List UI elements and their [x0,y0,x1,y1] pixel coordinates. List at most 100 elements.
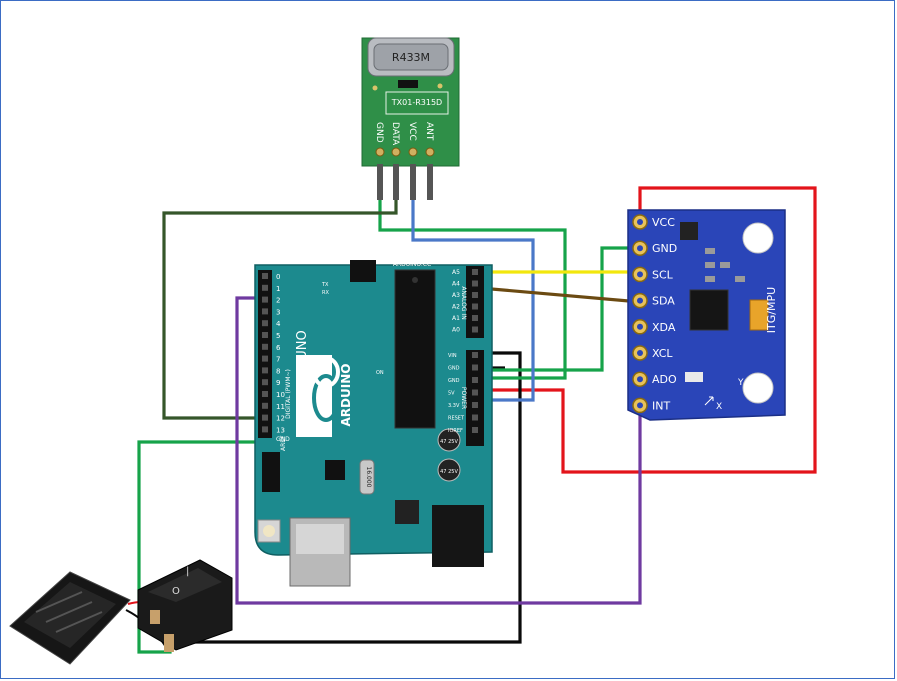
arduino-digital-pin-label: 13 [276,426,285,434]
battery-holder [9,571,169,665]
switch-off-label: O [172,586,180,597]
arduino-analog-pin-hole [472,326,478,333]
imu-pin-hole [637,245,643,252]
imu-pin-label: GND [652,242,677,255]
arduino-power-pin-hole [472,377,478,383]
wire-green-rf-gnd [378,170,567,380]
imu-pin-hole [637,271,643,278]
arduino-digital-pin-hole [262,426,268,433]
imu-pin-hole [637,350,643,356]
imu-pin-label: XCL [652,347,673,360]
arduino-crystal-label: 16.000 [365,467,372,488]
imu-pin-hole [637,323,643,330]
arduino-digital-pin-label: 9 [276,379,280,387]
imu-pin-label: INT [652,399,670,412]
imu-axis-y: Y [737,378,744,388]
arduino-digital-pin-label: 1 [276,285,280,293]
imu-pin-label: ADO [652,373,677,386]
arduino-digital-label: DIGITAL (PWM~) [285,369,292,419]
arduino-analog-pin-hole [472,280,478,287]
arduino-digital-pin-hole [262,332,268,338]
arduino-digital-pin-label: 2 [276,297,280,305]
arduino-gnd-left-label: GND [276,436,290,443]
switch-on-label: | [186,566,189,577]
arduino-model-label: UNO [295,330,310,359]
arduino-power-pin-label: VIN [448,353,457,359]
arduino-digital-pin-label: 7 [276,356,280,364]
arduino-power-pin-label: 5V [448,391,455,397]
arduino-power-pin-label: RESET [448,416,465,422]
arduino-power-pin-hole [472,389,478,396]
arduino-digital-pin-label: 0 [276,273,280,281]
arduino-digital-pin-holes [262,273,268,433]
arduino-digital-pin-label: 12 [276,415,285,423]
arduino-digital-pin-label: 5 [276,332,280,340]
imu-pin-hole [637,219,643,225]
arduino-digital-pin-hole [262,284,268,291]
arduino-digital-pin-label: 11 [276,403,285,411]
rocker-switch[interactable]: | O [137,559,233,652]
arduino-power-pin-holes [472,352,478,433]
wire-brown-sda [479,286,641,304]
arduino-digital-pin-label: 6 [276,344,281,352]
arduino-analog-pin-label: A1 [452,315,460,322]
imu-pin-hole [637,376,643,383]
arduino-digital-pin-label: 4 [276,320,281,328]
arduino-digital-pin-label: 10 [276,391,285,399]
arduino-analog-pin-label: A5 [452,269,460,276]
wire-red-vcc [480,186,817,474]
arduino-tx-label: TX [321,282,329,288]
arduino-power-pin-label: 3.3V [448,403,460,409]
arduino-rx-label: RX [322,290,329,296]
arduino-analog-pin-hole [472,269,478,275]
arduino-power-pin-hole [472,427,478,433]
imu-pin-label: XDA [652,321,676,334]
arduino-digital-pin-hole [262,296,268,303]
wire-green-imu-gnd [480,246,640,372]
arduino-cap-label-2: 47 25V [440,469,458,475]
rf-chip-label: TX01-R315D [391,98,442,107]
rf-transmitter-module: R433M TX01-R315D GND DATA VCC ANT [361,37,460,200]
imu-axis-x: X [716,402,722,412]
rf-crystal-label: R433M [392,51,430,64]
imu-pin-hole [637,297,643,304]
arduino-analog-pin-hole [472,292,478,298]
arduino-power-pin-hole [472,414,478,421]
arduino-analog-pin-label: A4 [452,281,460,288]
arduino-digital-pin-label: 8 [276,367,280,375]
arduino-analog-label: ANALOG IN [460,286,467,319]
arduino-analog-pin-holes [472,269,478,333]
rf-pin-labels: GND DATA VCC ANT [374,122,434,146]
arduino-digital-pin-hole [262,355,268,362]
rf-pin-label: ANT [424,122,434,141]
arduino-digital-pin-hole [262,343,268,350]
arduino-digital-pin-hole [262,320,268,327]
imu-pin-label: SDA [652,295,675,308]
arduino-power-pin-hole [472,364,478,371]
wire-blue-vcc [411,168,535,402]
arduino-power-pin-label: IOREF [448,428,463,434]
arduino-digital-pin-hole [262,414,268,421]
rf-pin-label: GND [374,122,384,143]
arduino-digital-pin-hole [262,308,268,315]
imu-pin-hole [637,402,643,409]
arduino-digital-pin-hole [262,402,268,409]
arduino-uno-board: UNO ARDUINO ARDUINO.CC 16.000 47 25V 47 … [254,260,493,587]
rf-pin-label: VCC [407,122,417,141]
arduino-power-pin-hole [472,352,478,358]
arduino-aref-label: AREF [280,435,287,451]
arduino-digital-pin-hole [262,367,268,374]
imu-board-label: ITG/MPU [765,287,778,333]
wire-purple-int [235,296,642,605]
arduino-site-label: ARDUINO.CC [393,261,431,268]
rf-pin-label: DATA [390,122,400,146]
arduino-digital-pin-hole [262,391,268,397]
arduino-power-pin-hole [472,402,478,408]
